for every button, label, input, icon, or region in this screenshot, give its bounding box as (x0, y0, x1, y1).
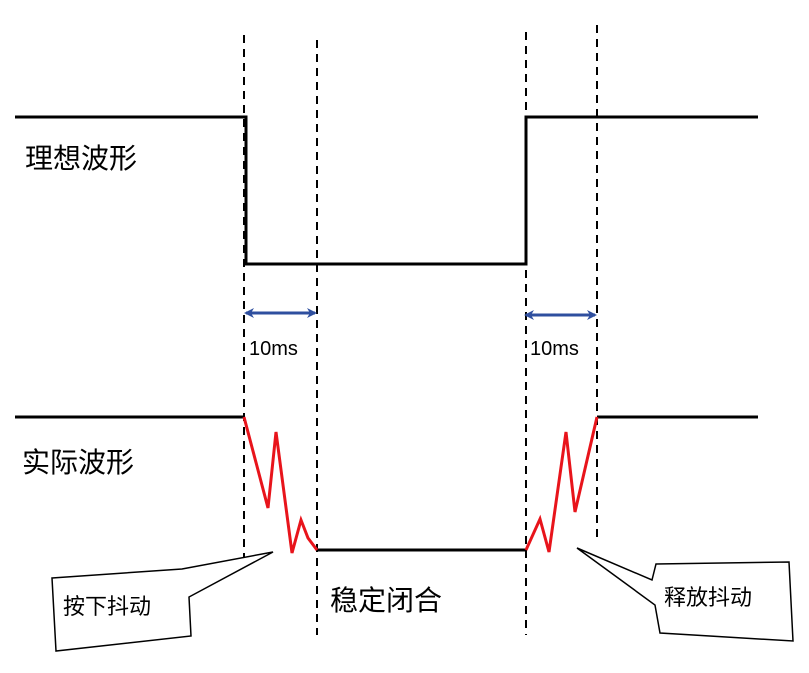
release-bounce-label: 释放抖动 (664, 586, 752, 611)
release-bounce-callout (576, 547, 794, 642)
stable-closed-label: 稳定闭合 (330, 584, 442, 617)
ideal-waveform-line (15, 115, 758, 266)
press-bounce-label: 按下抖动 (63, 595, 151, 620)
duration-label-left: 10ms (249, 338, 298, 360)
release-bounce-line (524, 416, 599, 553)
press-bounce-line (242, 416, 319, 554)
actual-waveform-label: 实际波形 (22, 446, 134, 479)
ideal-waveform-label: 理想波形 (25, 142, 137, 175)
duration-label-right: 10ms (530, 338, 579, 360)
press-bounce-callout (51, 551, 274, 652)
